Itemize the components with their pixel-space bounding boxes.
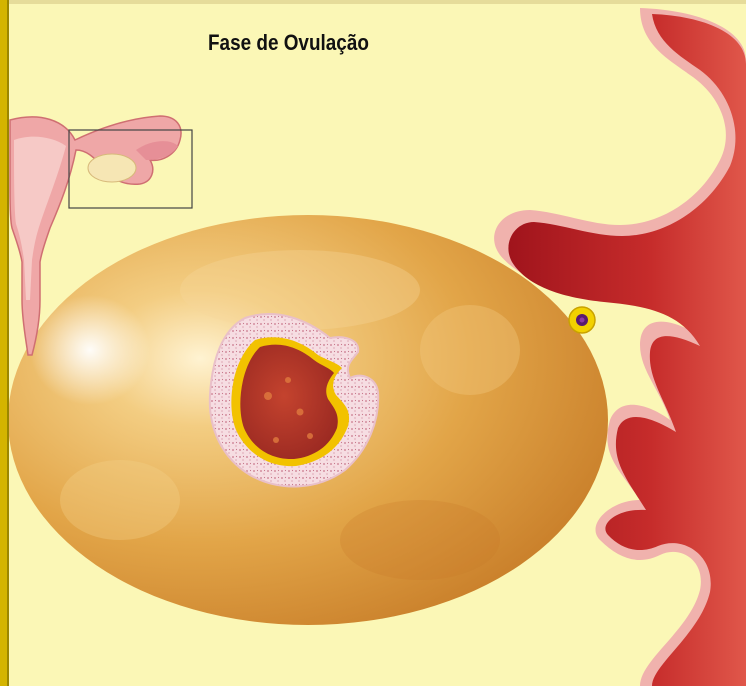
- diagram-title: Fase de Ovulação: [208, 30, 369, 56]
- ovum-illustration: [569, 307, 595, 333]
- frame-left-edge-shadow: [7, 0, 9, 686]
- follicle-illustration: [210, 314, 378, 486]
- frame-top-edge: [0, 0, 746, 4]
- frame-left-edge: [0, 0, 7, 686]
